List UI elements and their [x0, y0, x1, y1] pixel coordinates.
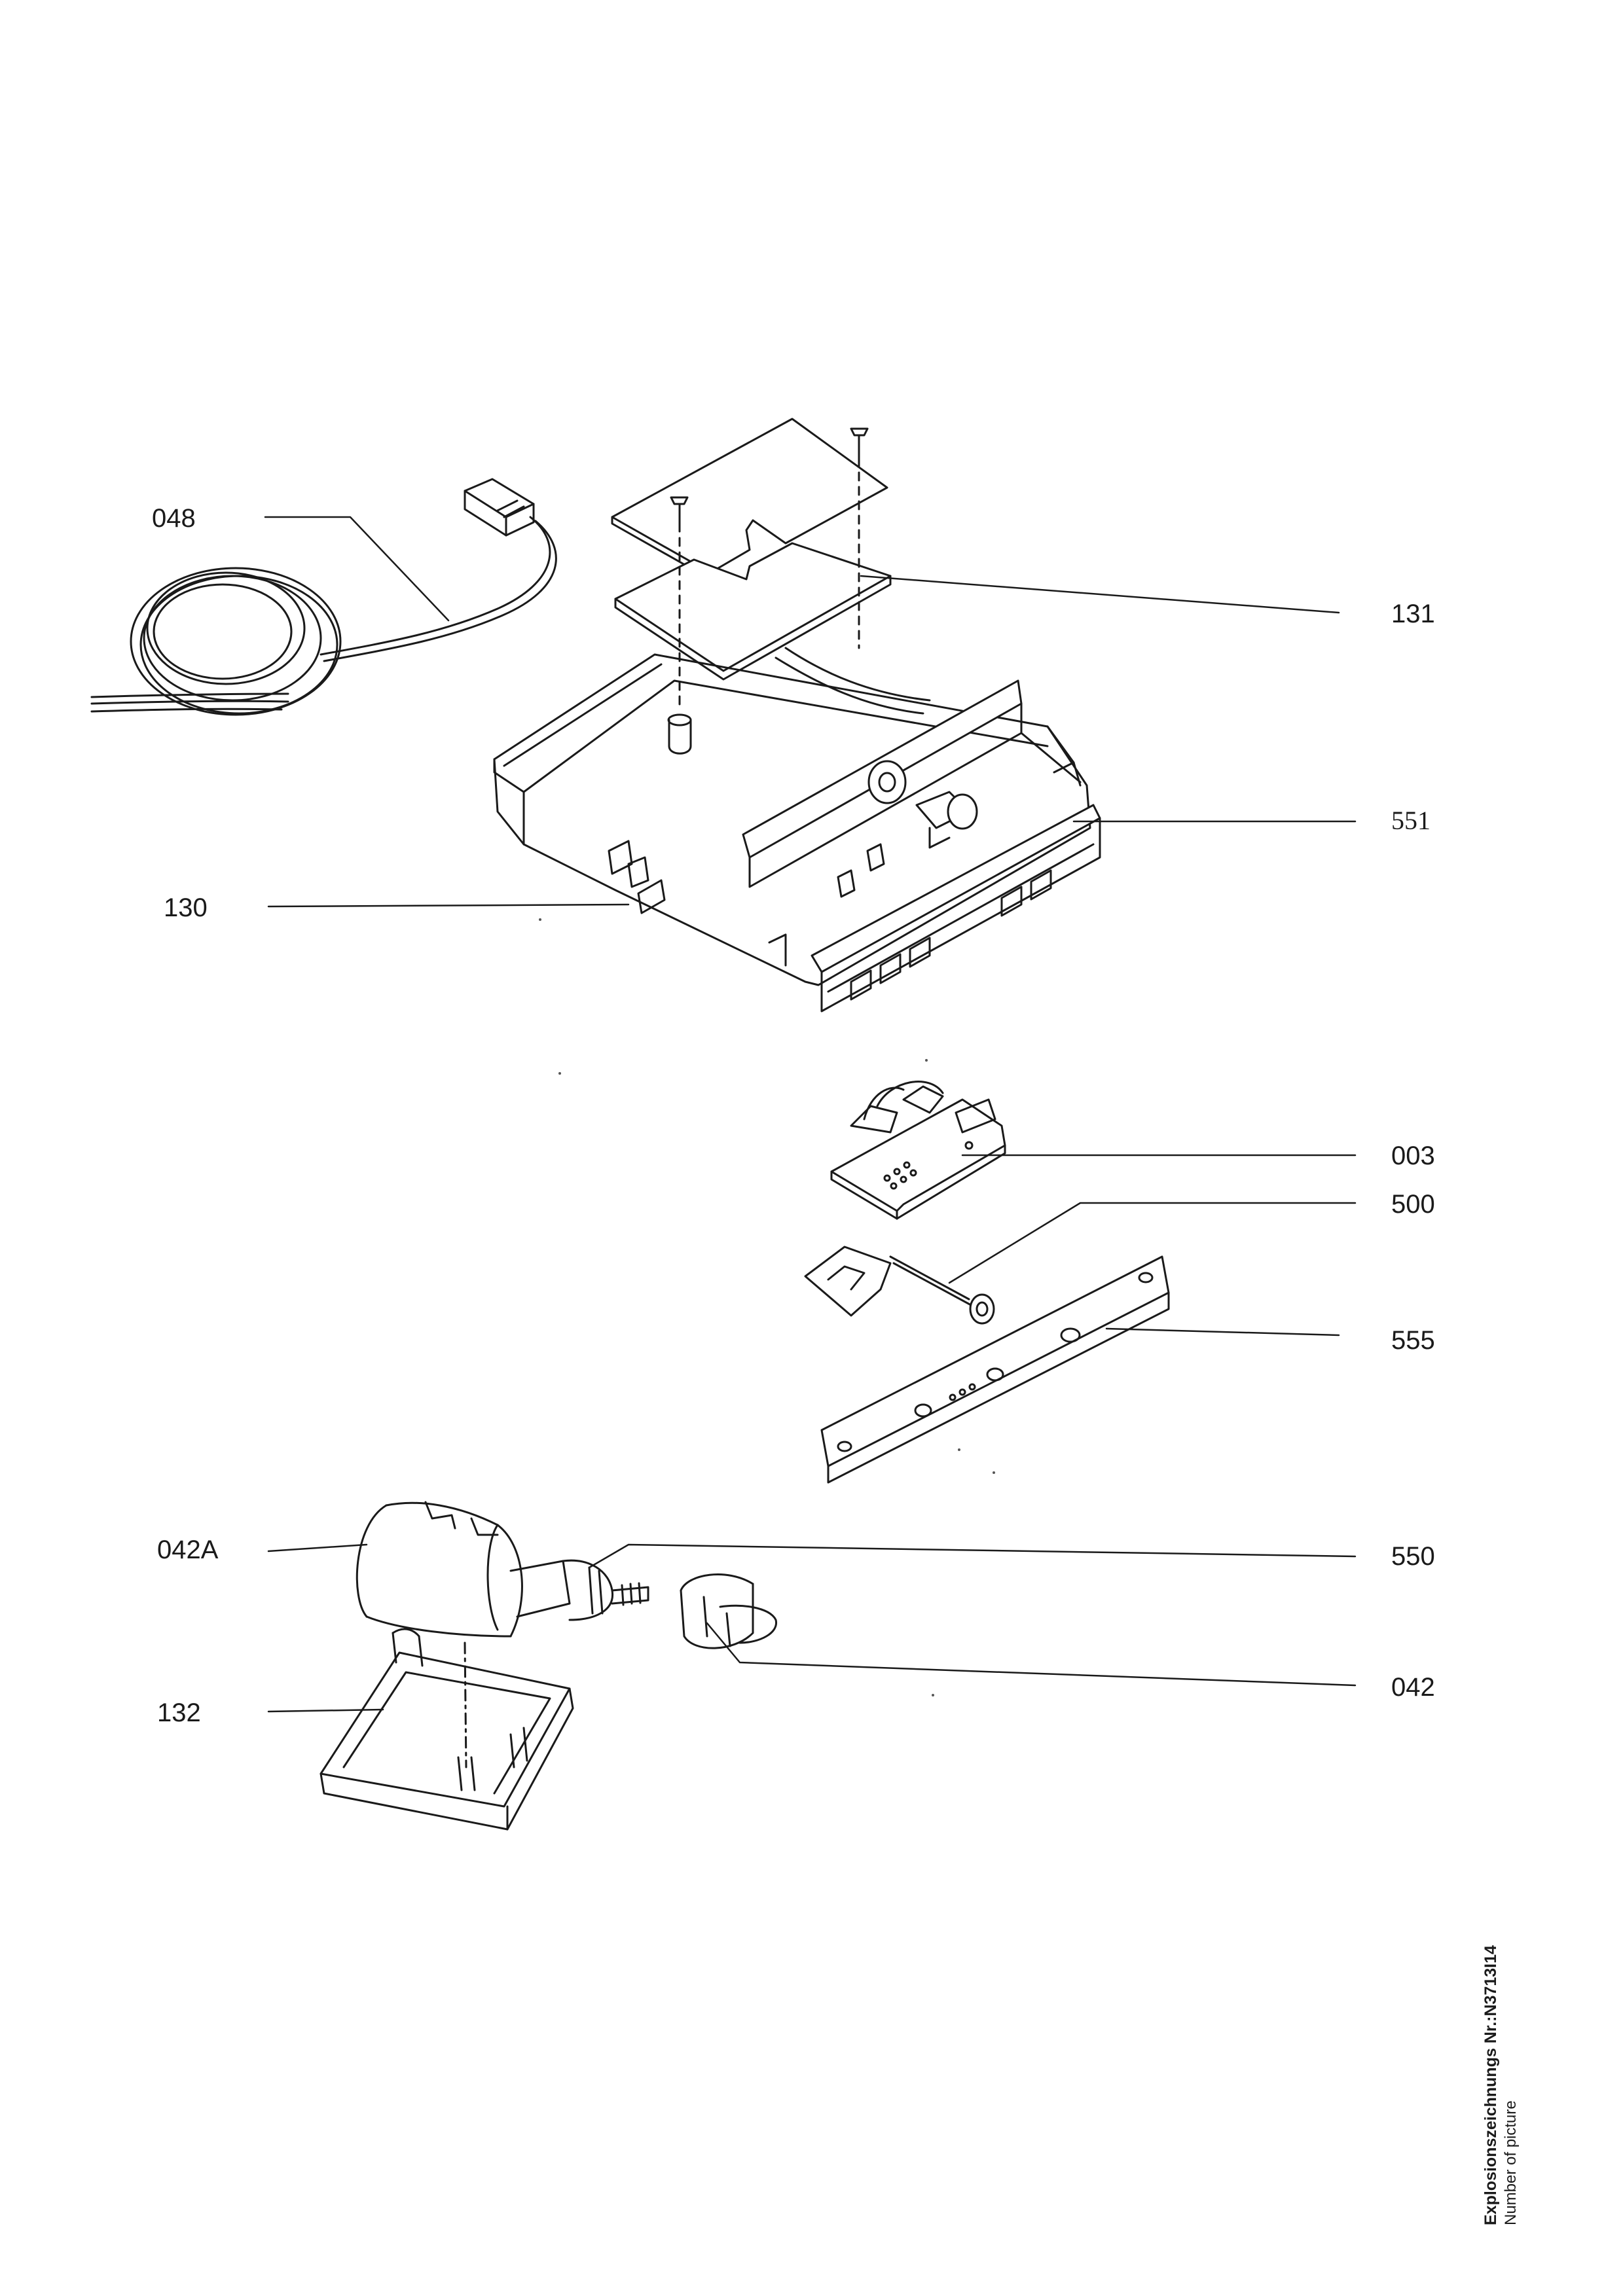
label-part-555: 555: [1391, 1326, 1435, 1355]
leader-042a: [267, 1543, 368, 1552]
label-part-550: 550: [1391, 1542, 1435, 1571]
leader-555: [1105, 1327, 1340, 1336]
label-part-130: 130: [164, 893, 208, 922]
caption-drawing-number: Explosionszeichnungs Nr.:N3713I14: [1482, 1945, 1500, 2225]
part-500-lamp: [804, 1246, 995, 1325]
part-550-thermostat: [509, 1559, 649, 1621]
part-130-chassis: [493, 647, 1101, 1013]
leader-lines: [264, 516, 1357, 1713]
label-part-551: 551: [1391, 806, 1431, 835]
label-part-042a: 042A: [157, 1535, 219, 1564]
leader-550: [588, 1543, 1357, 1569]
label-part-003: 003: [1391, 1141, 1435, 1170]
picture-number-caption: Explosionszeichnungs Nr.:N3713I14 Number…: [1481, 1793, 1521, 2225]
leader-500: [948, 1202, 1357, 1284]
part-131-boards: [611, 418, 892, 755]
label-part-131: 131: [1391, 600, 1435, 628]
part-042a-bracket: [356, 1501, 523, 1638]
part-003-control-board: [830, 1081, 1006, 1220]
part-042-knob: [680, 1573, 777, 1649]
label-part-132: 132: [157, 1698, 201, 1727]
caption-number-of-picture: Number of picture: [1502, 2100, 1520, 2225]
scan-specks: [539, 918, 995, 1696]
part-132-tray: [319, 1628, 574, 1831]
part-555-front-strip: [820, 1255, 1170, 1484]
leader-042: [706, 1622, 1357, 1687]
leader-130: [267, 903, 630, 908]
leader-048: [264, 516, 450, 622]
label-part-500: 500: [1391, 1190, 1435, 1219]
part-048-cable: [90, 478, 557, 716]
leader-131: [860, 575, 1340, 614]
label-part-048: 048: [152, 504, 196, 533]
label-part-042: 042: [1391, 1673, 1435, 1702]
leader-132: [267, 1708, 384, 1713]
